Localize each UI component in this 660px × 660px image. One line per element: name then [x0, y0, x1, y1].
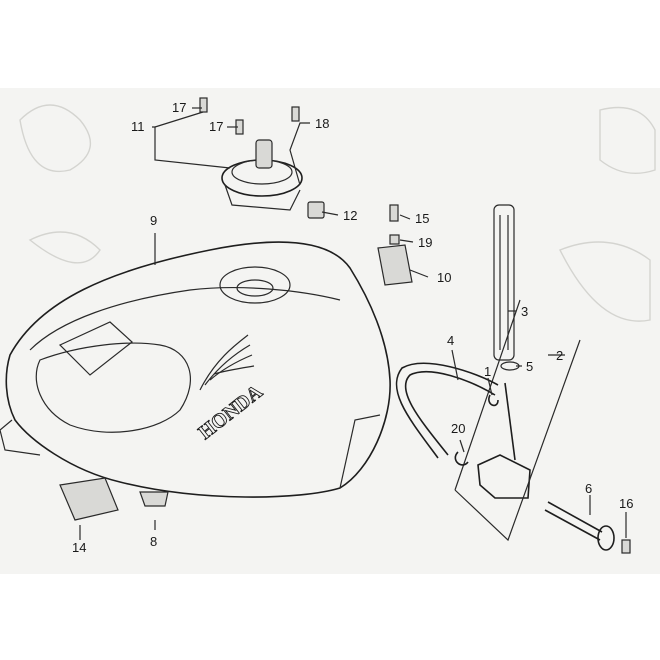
callout-16: 17 — [172, 100, 186, 115]
callout-9: 9 — [150, 213, 157, 228]
callout-17-left: 17 — [209, 119, 223, 134]
callout-1: 1 — [484, 364, 491, 379]
clip-20 — [454, 451, 469, 466]
callout-4: 4 — [447, 333, 454, 348]
fuel-hose — [404, 371, 496, 456]
strainer-group-bracket — [454, 299, 581, 542]
fuel-cock — [477, 382, 531, 499]
callout-14: 14 — [72, 540, 86, 555]
fuel-hose-edge — [395, 362, 499, 459]
cushion-14 — [59, 477, 119, 521]
bolt-15 — [389, 204, 399, 222]
callout-6: 6 — [585, 481, 592, 496]
bolt-16 — [199, 97, 208, 113]
bracket-10 — [377, 244, 413, 286]
callout-3: 3 — [521, 304, 528, 319]
callout-11: 11 — [131, 119, 145, 134]
fuel-strainer — [493, 204, 520, 371]
background-ghost-art — [19, 104, 656, 322]
callout-2: 2 — [556, 348, 563, 363]
callout-18: 16 — [619, 496, 633, 511]
callout-labels: 17 11 17 18 12 15 19 10 3 5 2 4 1 20 6 1… — [72, 100, 633, 555]
callout-15: 15 — [415, 211, 429, 226]
callout-20: 20 — [451, 421, 465, 436]
clip-8 — [139, 491, 169, 507]
clip-1 — [488, 394, 499, 407]
callout-19: 19 — [418, 235, 432, 250]
lever-rod — [544, 501, 615, 551]
callout-17-right: 18 — [315, 116, 329, 131]
callout-12: 12 — [343, 208, 357, 223]
callout-8: 8 — [150, 534, 157, 549]
callout-5: 5 — [526, 359, 533, 374]
fuel-tank: HONDA — [0, 241, 391, 498]
clip-12 — [307, 201, 325, 219]
collar-19 — [389, 234, 400, 245]
screw-18 — [621, 539, 631, 554]
fuel-cap-assembly — [221, 139, 303, 211]
honda-brand-text: HONDA — [195, 380, 268, 444]
callout-leaders — [79, 107, 627, 540]
callout-10: 10 — [437, 270, 451, 285]
bolt-17-right — [291, 106, 300, 122]
